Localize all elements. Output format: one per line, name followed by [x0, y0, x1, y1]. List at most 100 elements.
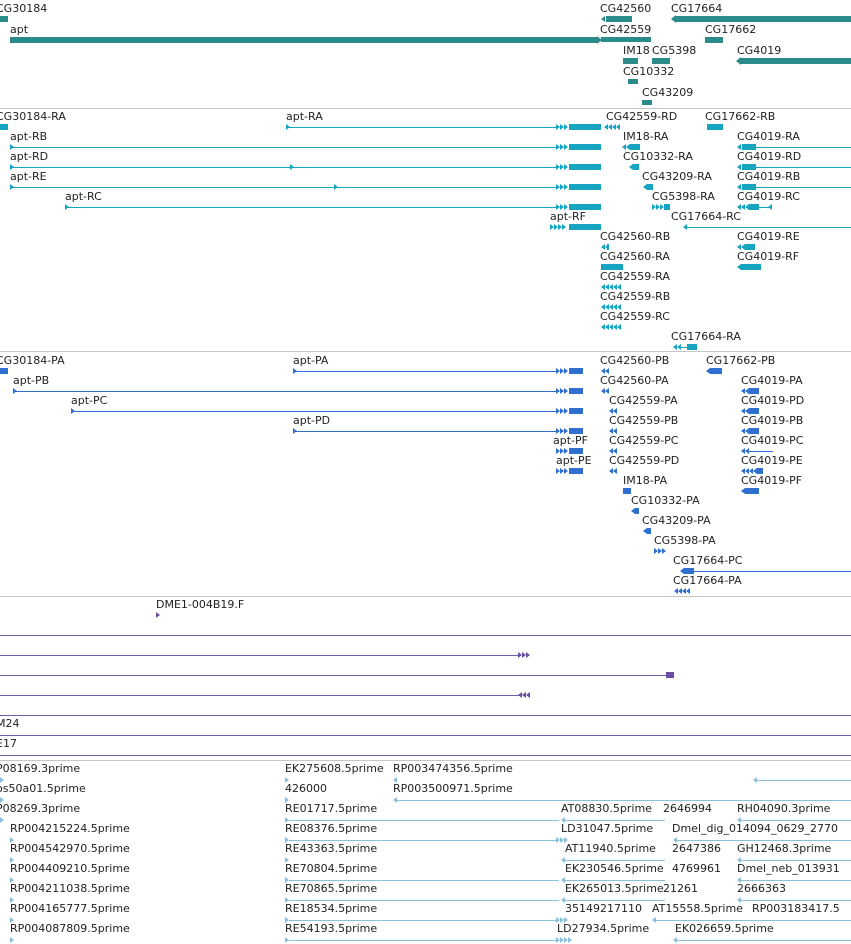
est-line[interactable]: [565, 860, 665, 861]
clone-line[interactable]: [0, 735, 851, 736]
clone-line[interactable]: [0, 675, 666, 676]
protein-line[interactable]: [71, 411, 556, 412]
gene-glyph[interactable]: [0, 16, 8, 22]
transcript-line[interactable]: [681, 347, 687, 348]
gene-glyph[interactable]: [705, 37, 723, 43]
protein-glyph[interactable]: [569, 428, 583, 434]
feature-label-at15558-5prime[interactable]: AT15558.5prime: [652, 902, 743, 915]
est-line[interactable]: [289, 920, 559, 921]
exon-glyph[interactable]: [569, 144, 601, 150]
exon-glyph[interactable]: [749, 204, 759, 210]
transcript-line[interactable]: [10, 147, 556, 148]
feature-label-rp004542970-5prime[interactable]: RP004542970.5prime: [10, 842, 130, 855]
feature-label-gh12468-3prime[interactable]: GH12468.3prime: [737, 842, 832, 855]
feature-label-re18534-5prime[interactable]: RE18534.5prime: [285, 902, 378, 915]
feature-label-re54193-5prime[interactable]: RE54193.5prime: [285, 922, 378, 935]
protein-glyph[interactable]: [569, 368, 583, 374]
clone-line[interactable]: [0, 715, 851, 716]
feature-label-cg42559-pc[interactable]: CG42559-PC: [609, 434, 679, 447]
protein-glyph[interactable]: [635, 508, 639, 514]
feature-label-cg42559-pa[interactable]: CG42559-PA: [609, 394, 678, 407]
clone-glyph[interactable]: [666, 672, 674, 678]
transcript-line[interactable]: [756, 167, 851, 168]
feature-label-35149217110[interactable]: 35149217110: [565, 902, 642, 915]
feature-label-cg42560-ra[interactable]: CG42560-RA: [600, 250, 670, 263]
protein-glyph[interactable]: [749, 428, 759, 434]
exon-glyph[interactable]: [647, 184, 653, 190]
exon-glyph[interactable]: [745, 244, 755, 250]
feature-label-cg10332[interactable]: CG10332: [623, 65, 675, 78]
est-line[interactable]: [741, 900, 851, 901]
gene-glyph[interactable]: [628, 79, 638, 84]
feature-label-apt-rc[interactable]: apt-RC: [65, 190, 102, 203]
feature-label-cg42559-rc[interactable]: CG42559-RC: [600, 310, 670, 323]
feature-label-dmel-dig-014094-0629-2770[interactable]: Dmel_dig_014094_0629_2770: [672, 822, 839, 835]
feature-label-cg42560-pb[interactable]: CG42560-PB: [600, 354, 670, 367]
feature-label-cg5398[interactable]: CG5398: [652, 44, 697, 57]
protein-line[interactable]: [694, 571, 851, 572]
exon-glyph[interactable]: [607, 244, 609, 250]
est-line[interactable]: [289, 900, 559, 901]
feature-label-cg4019[interactable]: CG4019: [737, 44, 782, 57]
feature-label-cg10332-ra[interactable]: CG10332-RA: [623, 150, 693, 163]
feature-label-cg17662-rb[interactable]: CG17662-RB: [705, 110, 776, 123]
feature-label-at08830-5prime[interactable]: AT08830.5prime: [561, 802, 652, 815]
feature-label-m24[interactable]: M24: [0, 717, 20, 730]
feature-label-rp004165777-5prime[interactable]: RP004165777.5prime: [10, 902, 130, 915]
est-line[interactable]: [289, 880, 559, 881]
feature-label-cg17664[interactable]: CG17664: [671, 2, 723, 15]
feature-label-cg43209-pa[interactable]: CG43209-PA: [642, 514, 711, 527]
exon-glyph[interactable]: [601, 264, 623, 270]
feature-label-im18-pa[interactable]: IM18-PA: [623, 474, 668, 487]
exon-glyph[interactable]: [569, 224, 601, 230]
protein-line[interactable]: [293, 371, 556, 372]
feature-label-at11940-5prime[interactable]: AT11940.5prime: [565, 842, 656, 855]
feature-label-426000[interactable]: 426000: [285, 782, 327, 795]
feature-label-cg10332-pa[interactable]: CG10332-PA: [631, 494, 700, 507]
feature-label-cg4019-pb[interactable]: CG4019-PB: [741, 414, 804, 427]
feature-label-cg17662[interactable]: CG17662: [705, 23, 757, 36]
feature-label-re70865-5prime[interactable]: RE70865.5prime: [285, 882, 378, 895]
exon-glyph[interactable]: [741, 264, 761, 270]
feature-label-cg42559-pd[interactable]: CG42559-PD: [609, 454, 680, 467]
exon-glyph[interactable]: [630, 144, 640, 150]
feature-label-cg43209-ra[interactable]: CG43209-RA: [642, 170, 712, 183]
protein-glyph[interactable]: [749, 388, 759, 394]
transcript-line[interactable]: [286, 127, 556, 128]
feature-label-rp003474356-5prime[interactable]: RP003474356.5prime: [393, 762, 513, 775]
feature-label-cg4019-ra[interactable]: CG4019-RA: [737, 130, 800, 143]
feature-label-apt[interactable]: apt: [10, 23, 29, 36]
feature-label-cg4019-rc[interactable]: CG4019-RC: [737, 190, 800, 203]
est-line[interactable]: [289, 940, 559, 941]
exon-glyph[interactable]: [687, 344, 697, 350]
feature-label-apt-pf[interactable]: apt-PF: [553, 434, 588, 447]
protein-glyph[interactable]: [710, 368, 722, 374]
feature-label-apt-pa[interactable]: apt-PA: [293, 354, 329, 367]
feature-label-re70804-5prime[interactable]: RE70804.5prime: [285, 862, 378, 875]
feature-label-cg42559-pb[interactable]: CG42559-PB: [609, 414, 679, 427]
feature-label-re01717-5prime[interactable]: RE01717.5prime: [285, 802, 378, 815]
est-line[interactable]: [656, 920, 851, 921]
exon-glyph[interactable]: [707, 124, 723, 130]
feature-label-2666363[interactable]: 2666363: [737, 882, 786, 895]
exon-glyph[interactable]: [633, 164, 639, 170]
exon-glyph[interactable]: [0, 124, 8, 130]
transcript-line[interactable]: [756, 187, 851, 188]
gene-glyph[interactable]: [642, 100, 652, 105]
protein-glyph[interactable]: [623, 488, 631, 494]
feature-label-rp004409210-5prime[interactable]: RP004409210.5prime: [10, 862, 130, 875]
exon-glyph[interactable]: [742, 144, 756, 150]
protein-line[interactable]: [13, 391, 556, 392]
gene-glyph[interactable]: [652, 58, 670, 64]
feature-label-cg4019-pe[interactable]: CG4019-PE: [741, 454, 803, 467]
feature-label-cg42560[interactable]: CG42560: [600, 2, 652, 15]
feature-label-p08169-3prime[interactable]: P08169.3prime: [0, 762, 81, 775]
feature-label-cg17662-pb[interactable]: CG17662-PB: [706, 354, 776, 367]
exon-glyph[interactable]: [569, 164, 601, 170]
feature-label-cg17664-pa[interactable]: CG17664-PA: [673, 574, 742, 587]
feature-label-cg4019-pa[interactable]: CG4019-PA: [741, 374, 803, 387]
protein-glyph[interactable]: [647, 528, 651, 534]
feature-label-rp003500971-5prime[interactable]: RP003500971.5prime: [393, 782, 513, 795]
transcript-line[interactable]: [10, 187, 556, 188]
est-line[interactable]: [565, 900, 665, 901]
